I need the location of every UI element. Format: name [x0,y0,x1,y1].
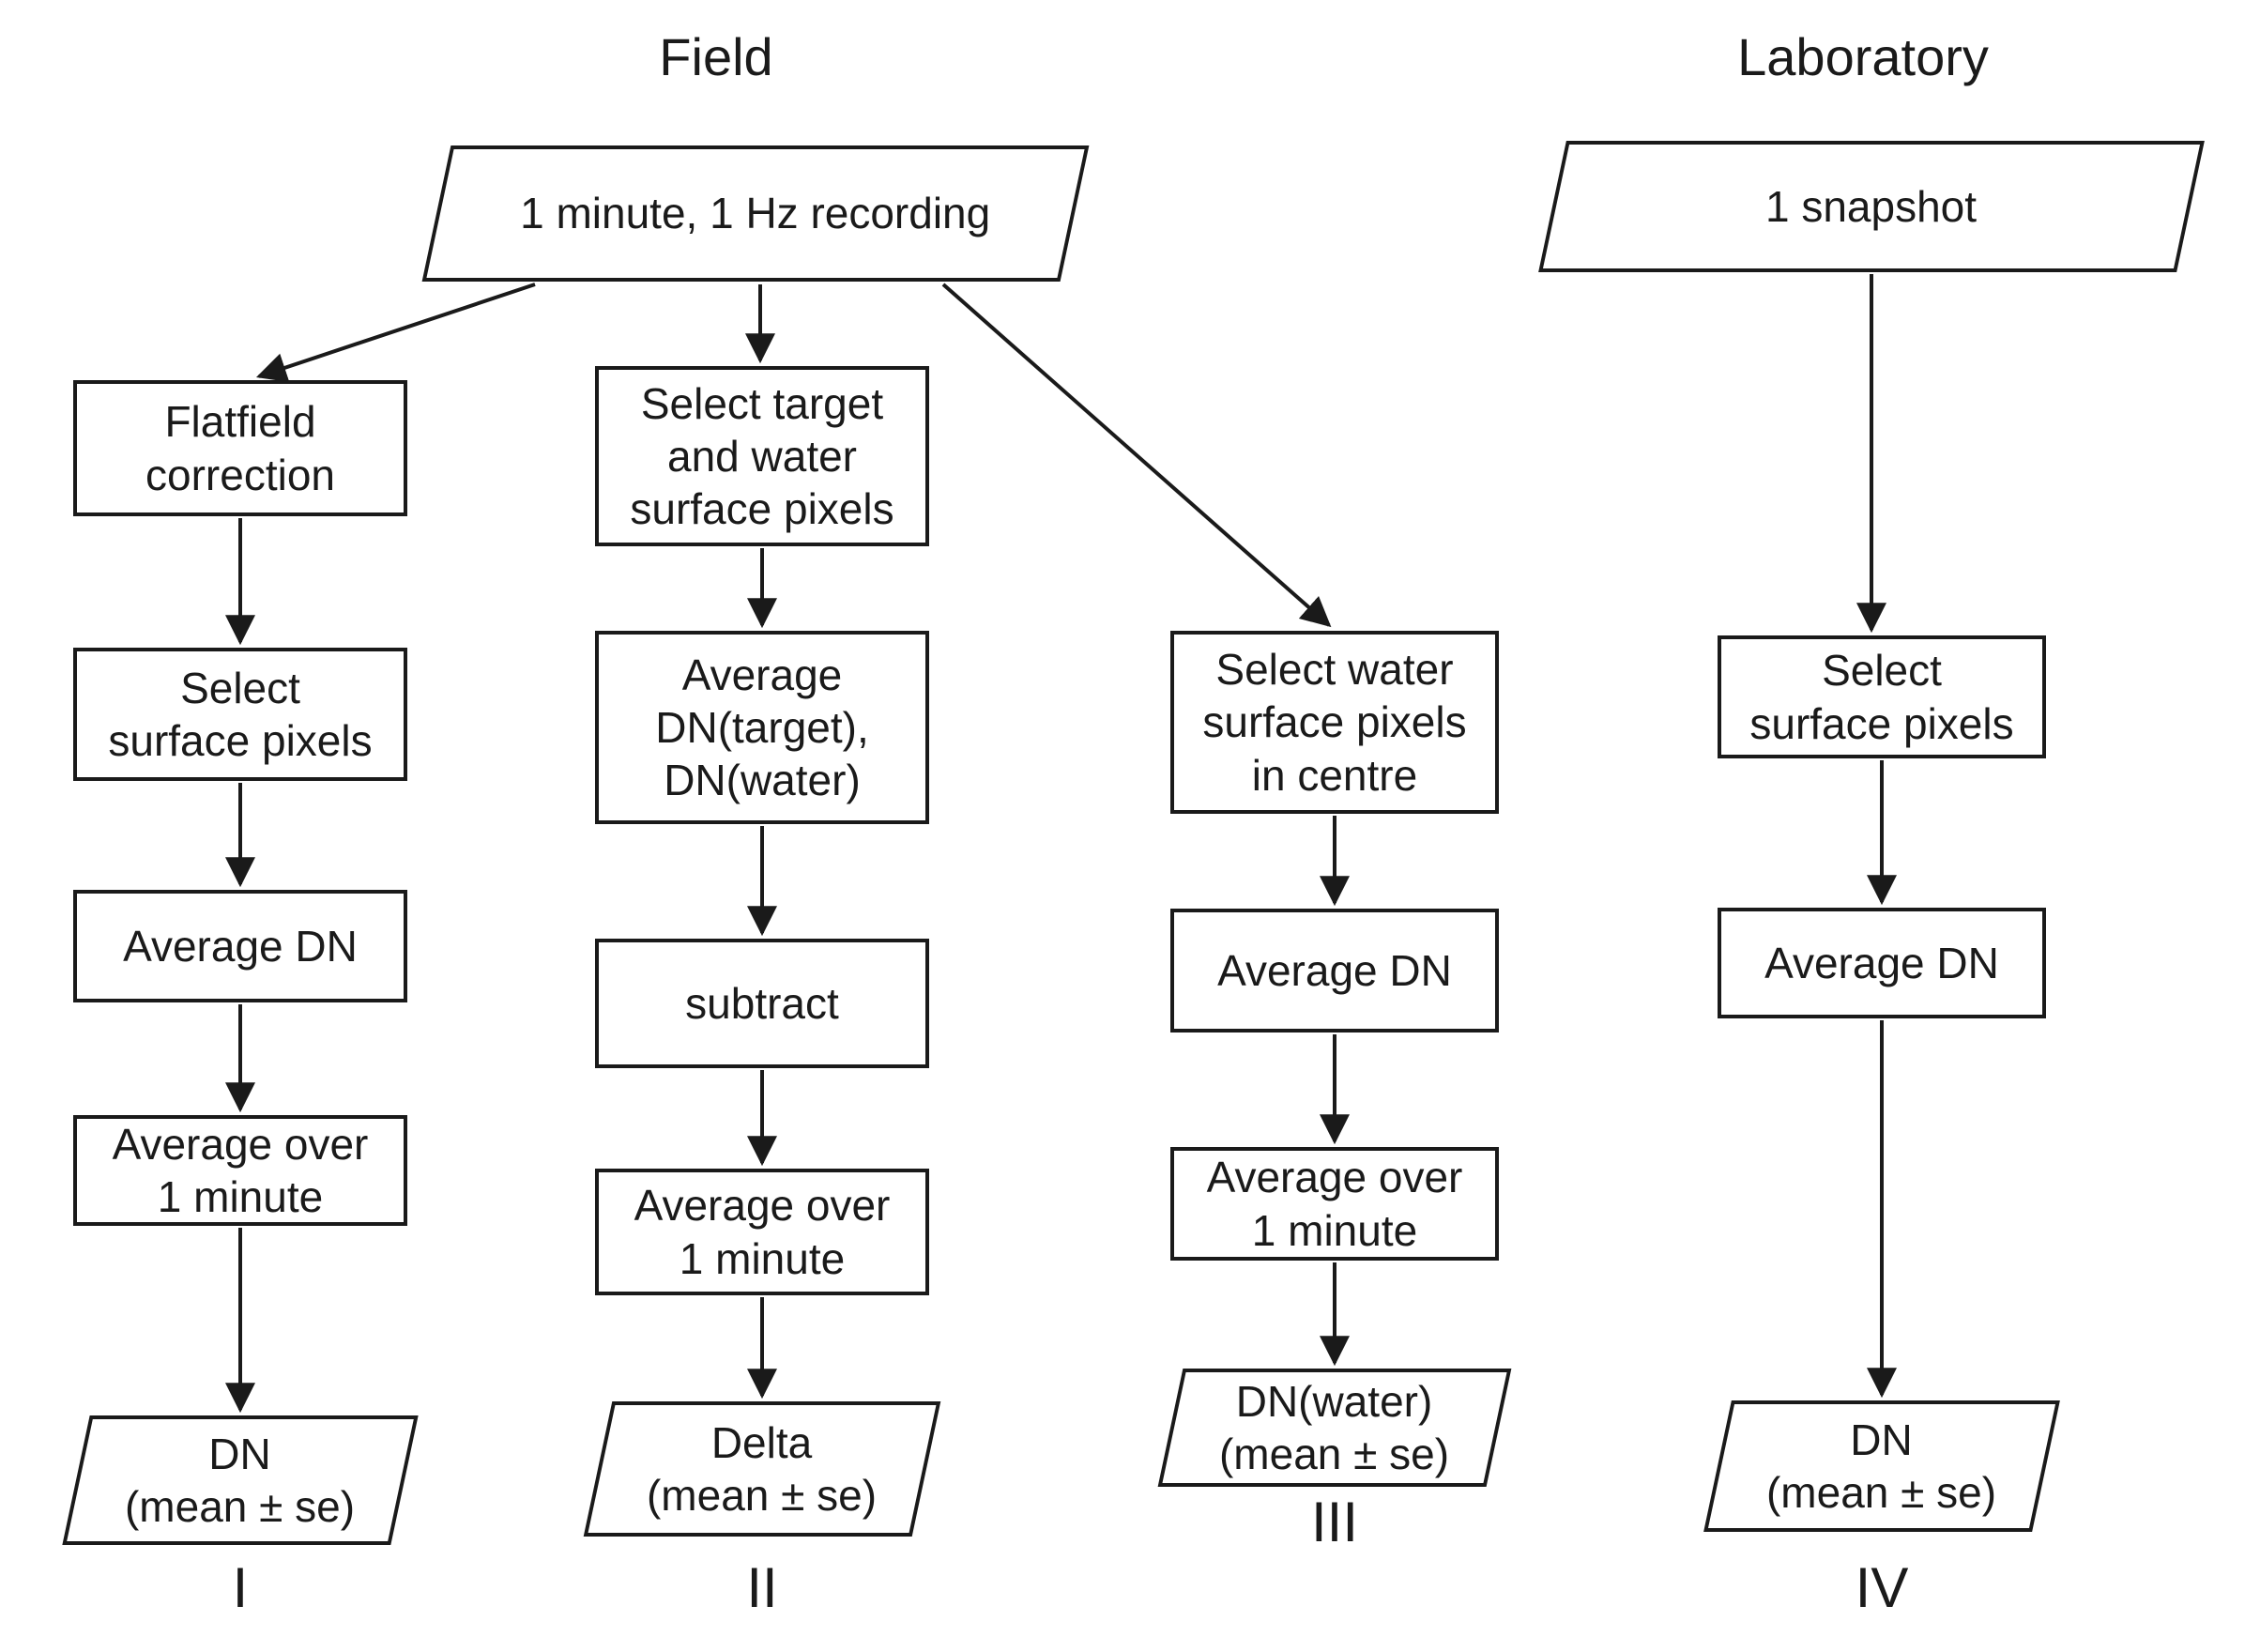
field-source-text: 1 minute, 1 Hz recording [520,189,991,238]
col2-numeral: II [746,1556,778,1619]
field-source-parallelogram: 1 minute, 1 Hz recording [421,145,1090,282]
col3-box-average-over-1-minute: Average over 1 minute [1170,1147,1499,1261]
col2-output-parallelogram: Delta (mean ± se) [583,1401,941,1537]
col4-output-parallelogram: DN (mean ± se) [1703,1400,2060,1532]
col4-box-select-surface-pixels: Select surface pixels [1718,635,2046,758]
col1-box-average-dn: Average DN [73,890,407,1002]
col1-numeral: I [232,1556,249,1619]
col2-box-average-dn-target-water: Average DN(target), DN(water) [595,631,929,824]
col3-numeral: III [1310,1491,1359,1553]
col2-box-select-target-and-water: Select target and water surface pixels [595,366,929,546]
arrow-field-source-to-flatfield [255,283,536,383]
col3-output-text: DN(water) (mean ± se) [1219,1376,1450,1478]
col1-box-average-over-1-minute: Average over 1 minute [73,1115,407,1226]
col1-box-select-surface-pixels: Select surface pixels [73,648,407,781]
arrow-field-source-to-select-water-centre [941,283,1332,628]
col1-output-parallelogram: DN (mean ± se) [62,1415,419,1545]
laboratory-source-text: 1 snapshot [1765,181,1978,231]
col2-box-subtract: subtract [595,939,929,1068]
col3-output-parallelogram: DN(water) (mean ± se) [1157,1369,1512,1487]
col4-output-text: DN (mean ± se) [1766,1415,1997,1517]
col3-box-select-water-centre: Select water surface pixels in centre [1170,631,1499,814]
col4-box-average-dn: Average DN [1718,908,2046,1018]
laboratory-section-title: Laboratory [1737,27,1989,86]
col4-numeral: IV [1855,1556,1909,1619]
col1-box-flatfield-correction: Flatfield correction [73,380,407,516]
col3-box-average-dn: Average DN [1170,909,1499,1032]
laboratory-source-parallelogram: 1 snapshot [1538,141,2205,272]
col2-output-text: Delta (mean ± se) [647,1417,878,1520]
col1-output-text: DN (mean ± se) [125,1429,356,1531]
col2-box-average-over-1-minute: Average over 1 minute [595,1169,929,1295]
field-section-title: Field [659,27,773,86]
